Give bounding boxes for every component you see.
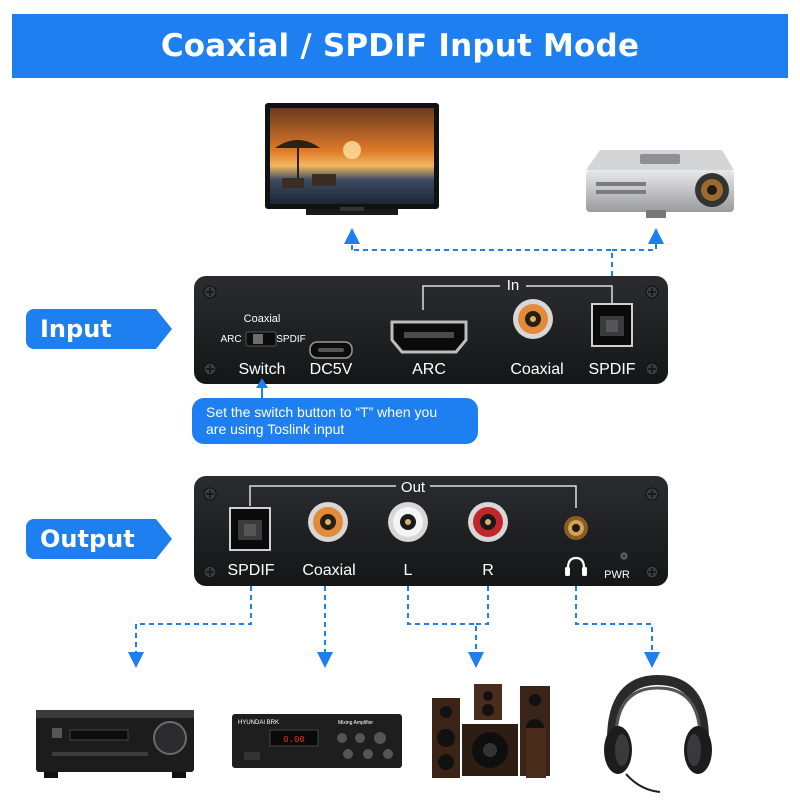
right-channel-label: R bbox=[482, 562, 494, 579]
coaxial-input-label: Coaxial bbox=[510, 361, 563, 378]
rca-left-port bbox=[388, 502, 428, 542]
switch-coaxial-label: Coaxial bbox=[244, 313, 281, 325]
in-group-label: In bbox=[507, 277, 520, 294]
optical-output-port bbox=[229, 507, 271, 551]
callout-line-2: are using Toslink input bbox=[206, 421, 345, 437]
output-side-text: Output bbox=[40, 525, 135, 553]
hdmi-port-icon bbox=[390, 320, 468, 354]
input-side-label: Input bbox=[26, 309, 156, 349]
headphones-icon bbox=[604, 674, 712, 793]
switch-toggle[interactable] bbox=[253, 334, 263, 344]
banner: Coaxial / SPDIF Input Mode bbox=[12, 14, 788, 78]
spdif-input-label: SPDIF bbox=[588, 361, 635, 378]
input-panel: In Coaxial ARC SPDIF Switch DC5V ARC Coa… bbox=[194, 276, 668, 384]
power-led bbox=[620, 552, 628, 560]
usb-port-icon bbox=[309, 341, 353, 359]
switch-arc-label: ARC bbox=[220, 334, 241, 345]
left-channel-label: L bbox=[404, 562, 413, 579]
headphone-jack-port bbox=[564, 516, 588, 540]
switch-label: Switch bbox=[238, 361, 285, 378]
amplifier-brand: HYUNDAI BRK bbox=[238, 720, 279, 726]
optical-port-icon bbox=[591, 303, 633, 347]
banner-title: Coaxial / SPDIF Input Mode bbox=[160, 28, 640, 64]
coaxial-input-port bbox=[513, 299, 553, 339]
out-group-label: Out bbox=[401, 479, 426, 496]
arc-label: ARC bbox=[412, 361, 446, 378]
tv-icon bbox=[265, 103, 439, 215]
amplifier-icon: HYUNDAI BRK 0.00 Mixing Amplifier bbox=[232, 714, 402, 768]
input-arrow-icon bbox=[156, 309, 172, 349]
input-side-text: Input bbox=[40, 315, 112, 343]
coaxial-output-label: Coaxial bbox=[302, 562, 355, 579]
output-arrow-icon bbox=[156, 519, 172, 559]
output-panel: Out SPDIF Coaxial L bbox=[194, 476, 668, 586]
spdif-output-label: SPDIF bbox=[227, 562, 274, 579]
toslink-callout: Set the switch button to “T” when you ar… bbox=[192, 398, 478, 444]
receiver-icon bbox=[36, 710, 194, 778]
amplifier-name: Mixing Amplifier bbox=[338, 720, 373, 726]
projector-icon bbox=[586, 150, 734, 218]
dc5v-label: DC5V bbox=[310, 361, 353, 378]
switch-spdif-label: SPDIF bbox=[276, 334, 305, 345]
coaxial-output-port bbox=[308, 502, 348, 542]
headphone-symbol-icon bbox=[565, 556, 587, 576]
amplifier-display: 0.00 bbox=[283, 735, 305, 745]
output-side-label: Output bbox=[26, 519, 156, 559]
speakers-icon bbox=[432, 684, 550, 778]
rca-right-port bbox=[468, 502, 508, 542]
callout-line-1: Set the switch button to “T” when you bbox=[206, 404, 438, 420]
pwr-label: PWR bbox=[604, 569, 630, 581]
